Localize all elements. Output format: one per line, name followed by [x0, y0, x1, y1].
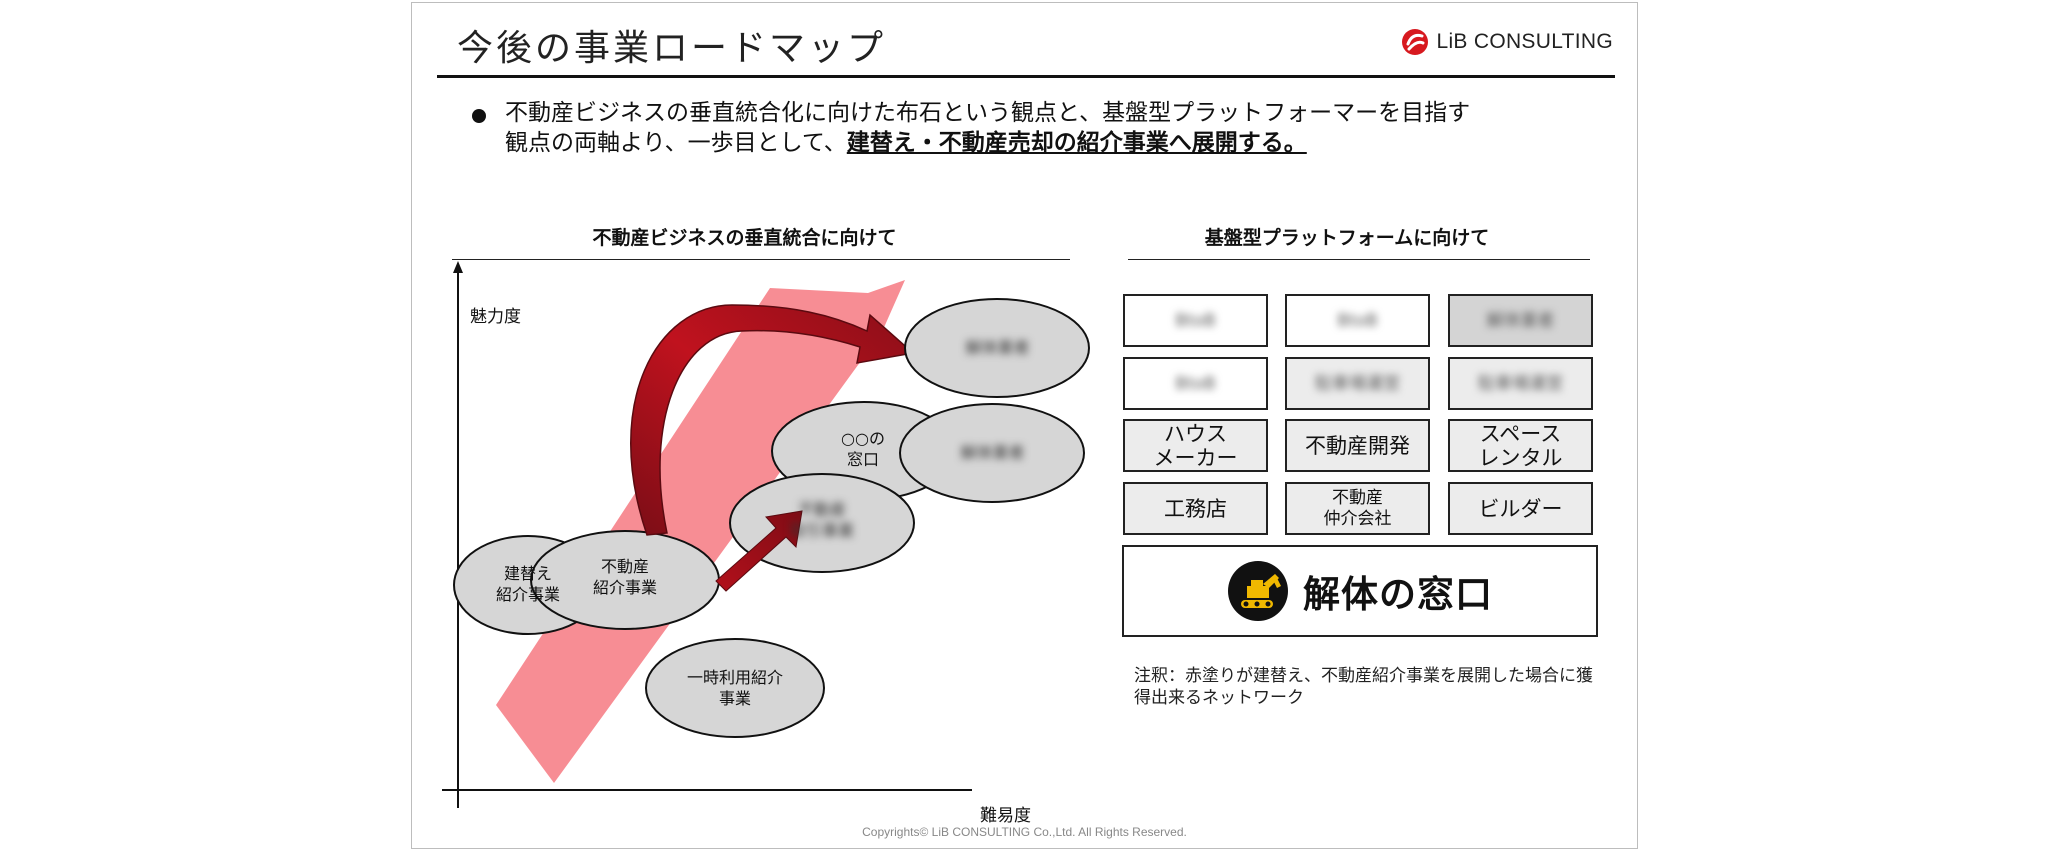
grid-cell-house-maker-text: ハウス メーカー	[1153, 421, 1238, 470]
grid-cell-brokerage: 不動産 仲介会社	[1285, 482, 1430, 535]
roadmap-chart-right	[899, 298, 1090, 503]
label-window: ○○の 窓口	[808, 428, 918, 470]
label-realestate: 不動産 紹介事業	[570, 556, 680, 598]
slide: 今後の事業ロードマップ LiB CONSULTING 不動産ビジネスの垂直統合化…	[411, 2, 1638, 849]
label-blur-top: 解体業者	[940, 337, 1055, 358]
grid-cell-r1c1: BtoB	[1123, 294, 1268, 347]
grid-cell-builder-shop: 工務店	[1123, 482, 1268, 535]
logo-text: LiB CONSULTING	[1436, 30, 1613, 53]
label-temporary: 一時利用紹介 事業	[675, 667, 795, 709]
label-rebuild-text: 建替え 紹介事業	[495, 564, 560, 604]
network-grid: BtoB BtoB 解体業者 BtoB 駐車場運営 駐車場運営 ハウス メーカー…	[1123, 294, 1603, 544]
right-section-divider	[1128, 259, 1590, 260]
grid-cell-r2c3: 駐車場運営	[1448, 357, 1593, 410]
bubble-blur-top	[904, 298, 1090, 398]
y-axis-arrow	[453, 261, 463, 273]
grid-cell-builder-text: ビルダー	[1478, 496, 1563, 521]
grid-cell-r1c2-text: BtoB	[1337, 310, 1378, 331]
label-window-text: ○○の 窓口	[841, 429, 885, 469]
label-temporary-text: 一時利用紹介 事業	[686, 668, 783, 708]
bullet-icon	[472, 109, 486, 123]
grid-cell-builder: ビルダー	[1448, 482, 1593, 535]
bullet-line-1: 不動産ビジネスの垂直統合化に向けた布石という観点と、基盤型プラットフォーマーを目…	[505, 100, 1471, 126]
grid-cell-r1c3-text: 解体業者	[1486, 310, 1555, 331]
label-rebuild: 建替え 紹介事業	[478, 563, 578, 605]
x-axis-label: 難易度	[980, 806, 1031, 826]
bullet-emphasis: 建替え・不動産売却の紹介事業へ展開する。	[846, 130, 1307, 156]
grid-cell-development-text: 不動産開発	[1305, 433, 1410, 458]
grid-cell-builder-shop-text: 工務店	[1164, 496, 1227, 521]
bullet-line-2: 観点の両軸より、一歩目として、建替え・不動産売却の紹介事業へ展開する。	[505, 128, 1585, 158]
grid-cell-r2c3-text: 駐車場運営	[1478, 373, 1563, 394]
feature-box-label: 解体の窓口	[1303, 573, 1493, 616]
grid-cell-r1c2: BtoB	[1285, 294, 1430, 347]
grid-cell-brokerage-text: 不動産 仲介会社	[1323, 487, 1392, 529]
footer-copyright: Copyrights© LiB CONSULTING Co.,Ltd. All …	[862, 825, 1187, 839]
left-section-title: 不動産ビジネスの垂直統合に向けて	[592, 227, 897, 249]
grid-cell-house-maker: ハウス メーカー	[1123, 419, 1268, 472]
bubble-temporary	[645, 638, 825, 738]
label-blur-mid-text: 不動産 取引事業	[789, 500, 854, 540]
grid-cell-r2c1-text: BtoB	[1175, 373, 1216, 394]
grid-cell-r1c3: 解体業者	[1448, 294, 1593, 347]
bullet-line-2-plain: 観点の両軸より、一歩目として、	[505, 130, 847, 156]
grid-cell-r2c2: 駐車場運営	[1285, 357, 1430, 410]
y-axis-label: 魅力度	[470, 307, 521, 327]
bubble-blur-right	[899, 403, 1085, 503]
bubble-blur-mid	[729, 473, 915, 573]
lib-logo-icon	[1402, 29, 1429, 55]
grid-cell-development: 不動産開発	[1285, 419, 1430, 472]
label-blur-right-text: 解体業者	[960, 443, 1025, 462]
grid-cell-r2c1: BtoB	[1123, 357, 1268, 410]
label-blur-mid: 不動産 取引事業	[767, 499, 877, 541]
label-blur-top-text: 解体業者	[965, 338, 1030, 357]
grid-cell-space-rental-text: スペース レンタル	[1478, 421, 1563, 470]
right-section-title: 基盤型プラットフォームに向けて	[1204, 227, 1490, 249]
left-section-divider	[452, 259, 1070, 260]
company-logo: LiB CONSULTING	[1400, 27, 1613, 57]
label-realestate-text: 不動産 紹介事業	[592, 557, 657, 597]
note-text: 注釈：赤塗りが建替え、不動産紹介事業を展開した場合に獲得出来るネットワーク	[1134, 666, 1593, 708]
page-title: 今後の事業ロードマップ	[457, 28, 887, 69]
feature-box: 解体の窓口	[1122, 545, 1598, 637]
trend-band	[496, 280, 905, 783]
title-divider	[437, 75, 1615, 78]
label-blur-right: 解体業者	[935, 442, 1050, 463]
curved-arrow	[630, 304, 915, 536]
grid-cell-r1c1-text: BtoB	[1175, 310, 1216, 331]
grid-cell-space-rental: スペース レンタル	[1448, 419, 1593, 472]
small-arrow	[715, 510, 803, 592]
excavator-icon	[1228, 561, 1288, 621]
bullet-text: 不動産ビジネスの垂直統合化に向けた布石という観点と、基盤型プラットフォーマーを目…	[505, 98, 1585, 158]
grid-cell-r2c2-text: 駐車場運営	[1315, 373, 1400, 394]
